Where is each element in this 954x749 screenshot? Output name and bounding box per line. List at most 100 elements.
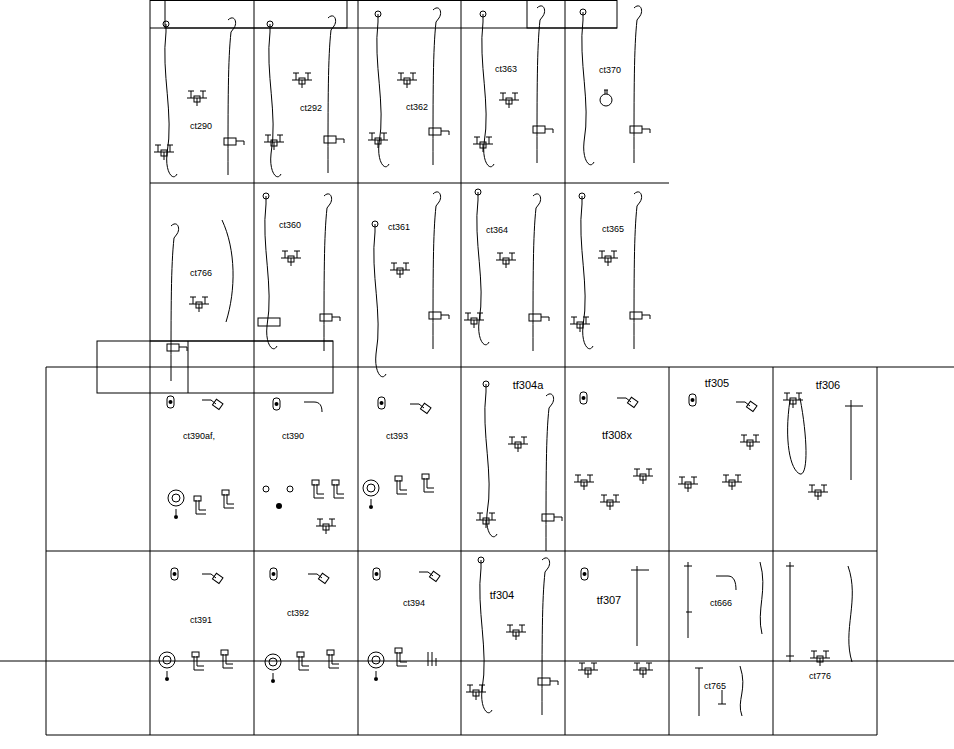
mixer-tap [722,475,742,490]
mixer-tap [740,435,760,450]
control-knob [580,392,587,404]
slide-bar [630,192,650,349]
slide-bar [533,6,553,163]
valve-plate [368,652,384,681]
slide-bar [224,18,244,175]
slide-bar [167,224,187,381]
tub-spout [395,648,407,666]
model-code: ct292 [300,104,322,113]
slide-bar [684,562,692,638]
slide-bar [320,194,340,351]
tub-spout [332,480,344,498]
control-knob [373,568,380,580]
product-cell: tf304 [461,551,565,735]
mixer-tap [810,651,830,666]
slide-bar [429,192,449,349]
shower-hose [375,11,389,167]
shower-arm [304,402,322,412]
mixer-tap [316,519,336,534]
frame-rect [165,1,347,29]
model-code: ct360 [279,221,301,230]
mixer-tap [600,495,620,510]
slide-bar [529,194,549,351]
shower-head [617,397,638,407]
tub-spout [222,490,234,508]
tub-spout [192,652,204,670]
model-code: ct666 [710,599,732,608]
mixer-tap [508,437,528,452]
model-code: ct370 [599,66,621,75]
model-code: ct776 [809,672,831,681]
slide-bar [429,8,449,165]
model-code: tf305 [705,378,729,389]
shower-hose [478,557,492,713]
shower-hose [579,193,593,349]
shower-hose [222,220,233,322]
mixer-tap [808,485,828,500]
model-code: ct363 [495,65,517,74]
product-cell: ct362 [358,0,461,183]
mixer-tap [390,263,410,278]
frame-rect [527,1,617,29]
model-code: ct392 [287,609,309,618]
product-cell: tf308x [565,367,669,551]
mixer-tap [292,73,312,88]
mixer-tap [464,313,484,328]
product-cell: tf306 [773,367,877,551]
slide-bar [631,566,649,646]
mixer-body [258,318,280,326]
mixer-tap [281,251,301,266]
control-knob [270,568,277,580]
shower-head [736,401,757,411]
mixer-tap [187,91,207,106]
tub-spout [422,474,434,492]
product-cell: ct370 [565,0,669,183]
slide-bar [695,668,703,716]
shower-head [419,571,440,581]
product-cell: ct364 [461,183,565,366]
slide-bar [542,394,562,551]
mixer-tap [476,513,496,528]
model-code: ct390af, [183,432,215,441]
model-code: ct390 [282,432,304,441]
shower-hose [760,562,763,634]
mixer-tap [473,137,493,152]
mixer-tap [466,685,486,700]
model-code: ct361 [388,223,410,232]
mixer-tap [633,469,653,484]
product-cell: ct666 ct765 [669,551,773,735]
product-cell: ct290 [150,0,254,183]
product-cell: ct392 [254,551,358,735]
control-knob [689,394,696,406]
slide-bar [324,16,344,173]
tub-spout [312,480,324,498]
shower-hose [163,21,177,177]
product-cell: ct393 [358,367,461,551]
mixer-tap [570,317,590,332]
valve-plate [363,480,379,509]
shower-head [410,403,431,413]
product-cell: tf304a [461,367,565,551]
knob-dot [287,486,293,492]
slide-bar [786,562,794,662]
shower-hose [740,666,743,716]
model-code: ct765 [704,682,726,691]
shower-hose [580,9,594,165]
shower-head [308,573,329,583]
slide-bar [845,400,863,480]
mixer-tap [264,135,284,150]
product-cell: ct390af, [150,367,254,551]
mixer-tap [633,663,653,678]
tub-spout [297,652,309,670]
mixer-tap [574,475,594,490]
mixer-tap [578,663,598,678]
mixer-tap [783,393,803,408]
tap-valve [718,690,726,704]
product-cell: ct292 [254,0,358,183]
mixer-tap [189,297,209,312]
shower-arm [716,576,736,590]
shower-hose [263,193,277,349]
shower-hose [267,21,281,177]
